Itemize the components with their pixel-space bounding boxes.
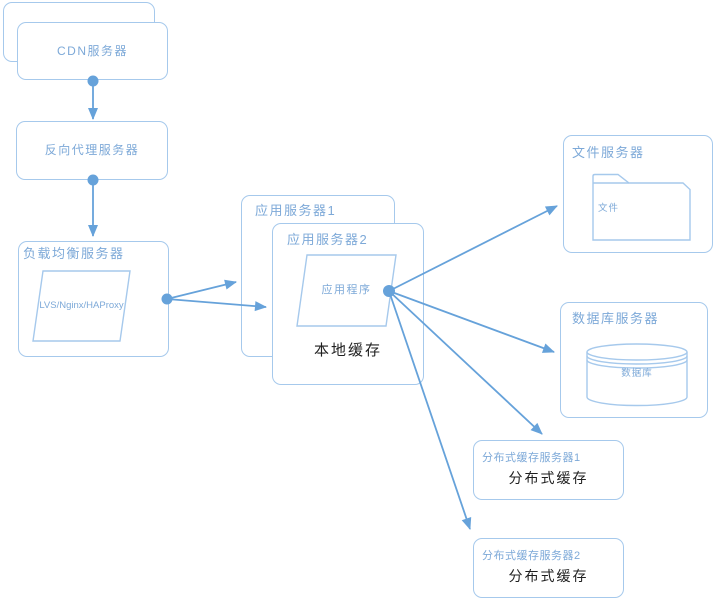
- label-load-balancer-server: 负载均衡服务器: [23, 246, 125, 261]
- label-distributed-cache-1: 分布式缓存: [508, 470, 589, 487]
- node-cache-server-2: [473, 538, 624, 598]
- node-cache-server-1: [473, 440, 624, 500]
- node-cdn-server: [17, 22, 168, 80]
- edge-load-balancer-to-app1: [166, 279, 237, 300]
- label-application: 应用程序: [321, 283, 372, 296]
- label-distributed-cache-2: 分布式缓存: [508, 568, 589, 585]
- label-database-server: 数据库服务器: [572, 311, 660, 326]
- label-app-server-1: 应用服务器1: [255, 203, 337, 218]
- label-file-server: 文件服务器: [572, 145, 645, 160]
- label-lvs-nginx-haproxy: LVS/Nginx/HAProxy: [39, 300, 124, 312]
- label-local-cache: 本地缓存: [313, 341, 382, 359]
- label-file: 文件: [598, 203, 620, 214]
- label-cache-server-1: 分布式缓存服务器1: [482, 452, 581, 464]
- label-reverse-proxy-server: 反向代理服务器: [44, 143, 140, 158]
- label-database: 数据库: [621, 368, 653, 380]
- label-cache-server-2: 分布式缓存服务器2: [482, 550, 581, 562]
- label-cdn-server: CDN服务器: [57, 43, 128, 58]
- label-app-server-2: 应用服务器2: [287, 232, 369, 247]
